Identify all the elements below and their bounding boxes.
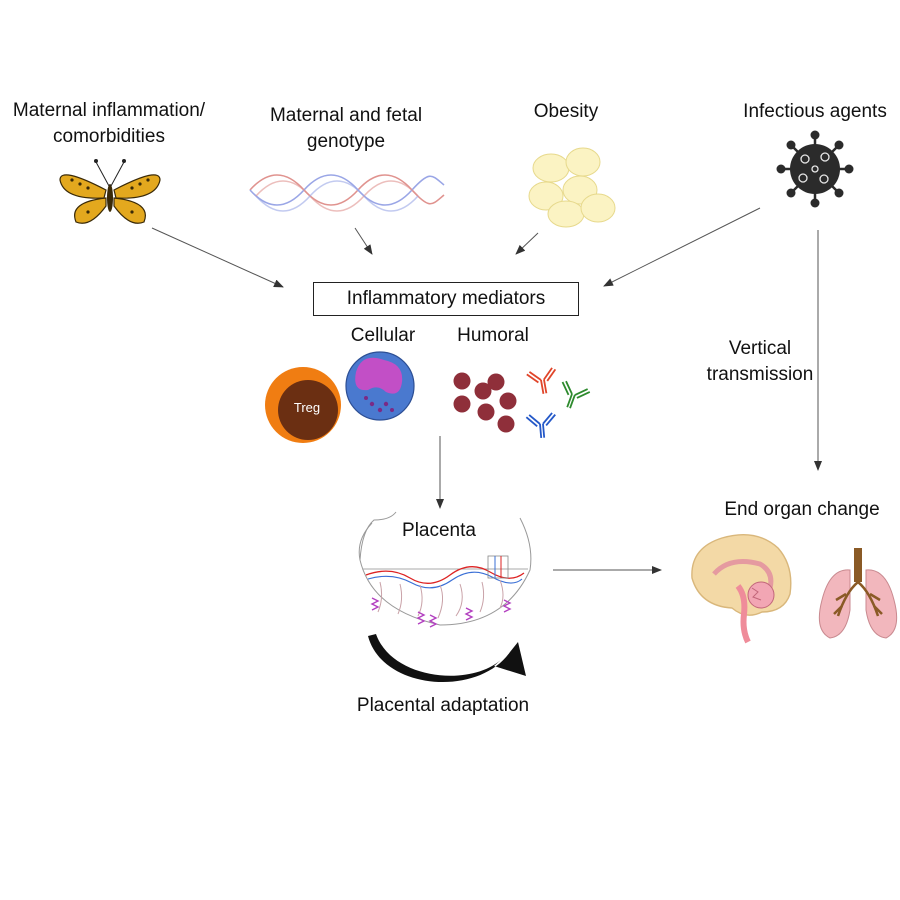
arrow-infection-to-mediators xyxy=(603,207,761,287)
label-genotype-line2: genotype xyxy=(306,131,386,152)
antibody-icon xyxy=(525,367,591,439)
dna-double-helix-icon xyxy=(249,174,445,212)
brain-icon xyxy=(691,534,792,644)
label-placenta: Placenta xyxy=(402,520,476,541)
label-genotype-line1: Maternal and fetal xyxy=(269,105,423,126)
label-placental-adaptation: Placental adaptation xyxy=(356,695,530,716)
arrow-obesity-to-mediators xyxy=(515,232,539,255)
arrow-genotype-to-mediators xyxy=(354,227,373,255)
lungs-icon xyxy=(818,548,898,639)
label-maternal-inflammation: Maternal inflammation/ xyxy=(12,100,206,121)
connector-arrows xyxy=(151,207,822,574)
cytokine-particles-icon xyxy=(453,372,517,433)
label-obesity: Obesity xyxy=(533,101,599,122)
butterfly-icon xyxy=(59,159,161,224)
label-humoral: Humoral xyxy=(457,325,529,346)
label-infectious-agents: Infectious agents xyxy=(743,101,887,122)
placenta-icon xyxy=(358,511,532,628)
label-comorbidities: comorbidities xyxy=(53,126,165,147)
circular-arrow-icon xyxy=(368,634,526,683)
label-vertical: Vertical xyxy=(728,338,792,359)
label-cellular: Cellular xyxy=(350,325,416,346)
inflammatory-mediators-box: Inflammatory mediators xyxy=(313,282,579,316)
adipocyte-cluster-icon xyxy=(528,147,616,228)
arrow-inflammation-to-mediators xyxy=(151,227,284,288)
label-inflammatory-mediators: Inflammatory mediators xyxy=(346,288,546,309)
neutrophil-cell-icon xyxy=(345,351,415,421)
label-treg: Treg xyxy=(293,400,321,415)
virus-icon xyxy=(776,130,854,208)
label-transmission: transmission xyxy=(706,364,814,385)
label-end-organ-change: End organ change xyxy=(724,499,880,520)
treg-cell-icon xyxy=(265,367,341,443)
